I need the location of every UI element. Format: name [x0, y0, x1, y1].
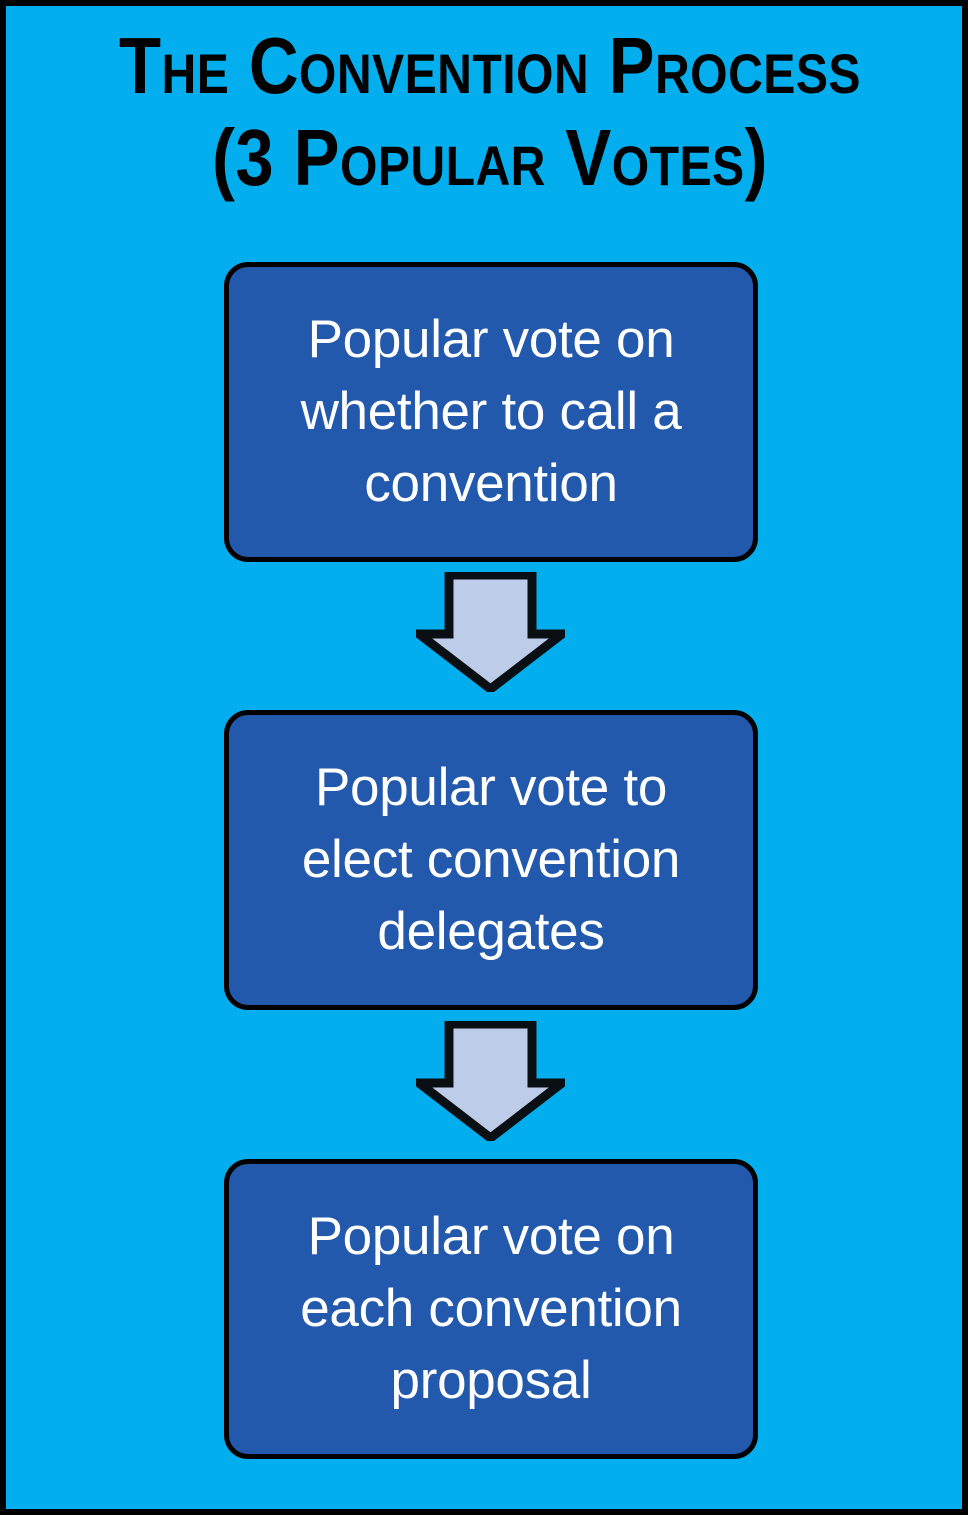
flow-step-box-3: Popular vote on each convention proposal: [224, 1159, 758, 1459]
page-title-line-1: The Convention Process: [119, 21, 861, 110]
down-arrow-icon-2: [416, 1021, 565, 1141]
flow-step-box-2: Popular vote to elect convention delegat…: [224, 710, 758, 1010]
page-title-line-2: (3 Popular Votes): [212, 113, 768, 202]
down-arrow-icon-1: [416, 572, 565, 692]
page-title: The Convention Process (3 Popular Votes): [6, 20, 962, 204]
flow-step-box-1: Popular vote on whether to call a conven…: [224, 262, 758, 562]
flow-step-label-1: Popular vote on whether to call a conven…: [300, 310, 682, 513]
flow-step-label-3: Popular vote on each convention proposal: [300, 1207, 682, 1410]
flow-step-label-2: Popular vote to elect convention delegat…: [301, 758, 681, 961]
